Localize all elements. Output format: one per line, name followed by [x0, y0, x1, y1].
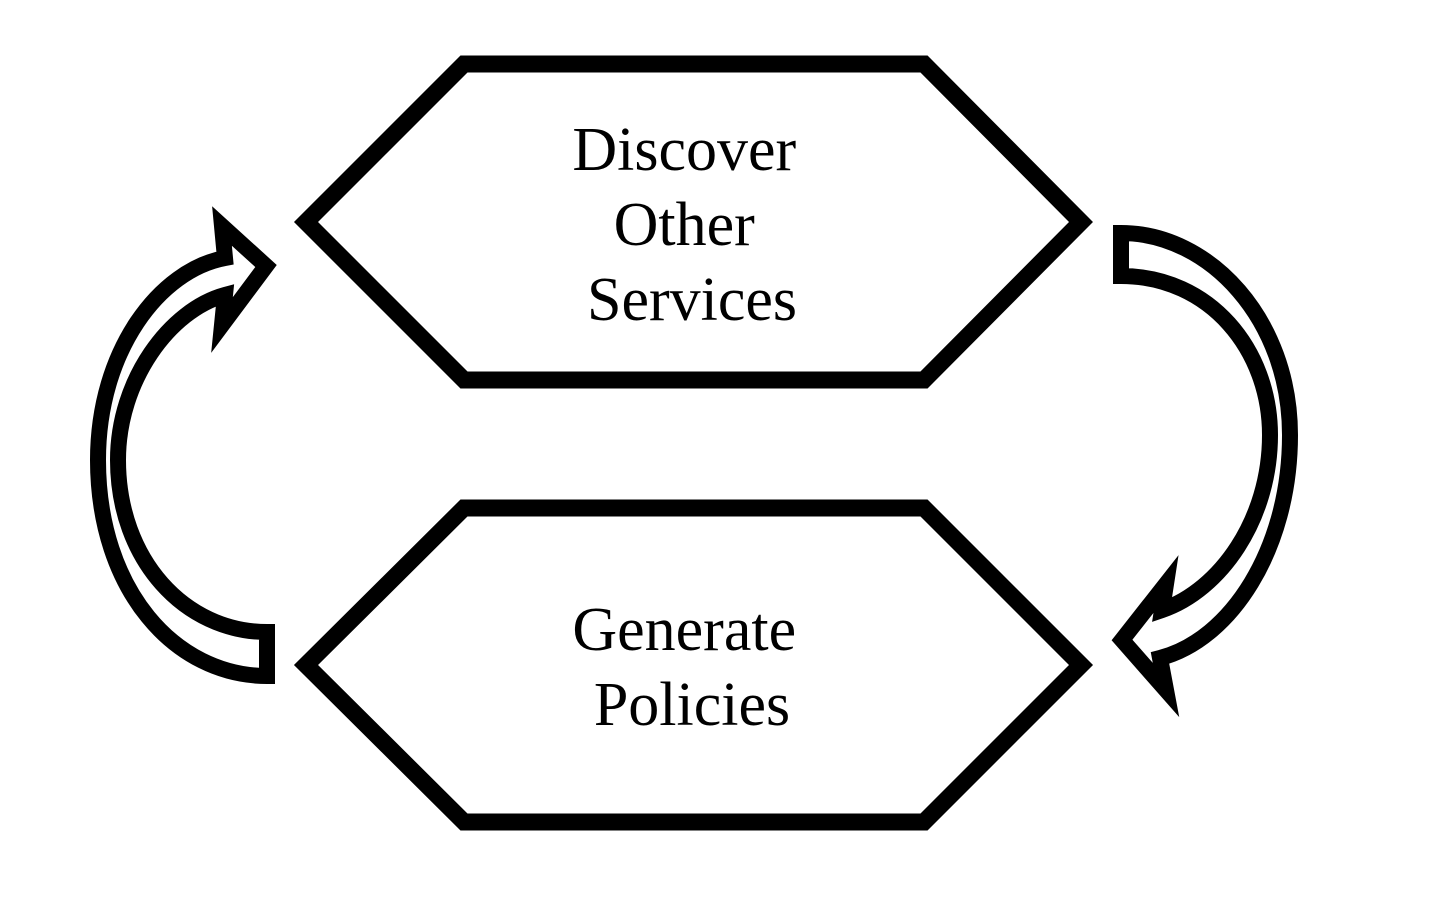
curved-arrow-right-body — [1111, 224, 1299, 718]
node-discover-line-1: Discover — [572, 116, 796, 184]
curved-arrow-left-body — [89, 206, 277, 685]
hexagon-shape — [293, 55, 1093, 389]
node-generate-policies: Generate Policies — [293, 499, 1094, 831]
node-discover-line-2: Other — [614, 191, 756, 259]
node-generate-line-1: Generate — [572, 596, 796, 664]
node-generate-label: Generate Policies — [572, 596, 811, 739]
curved-arrow-left — [89, 206, 277, 685]
hexagon-shape — [293, 499, 1094, 831]
node-generate-line-2: Policies — [594, 671, 790, 739]
node-discover-line-3: Services — [587, 266, 797, 334]
node-discover-other-services: Discover Other Services — [293, 55, 1093, 389]
curved-arrow-right — [1111, 224, 1299, 718]
node-discover-label: Discover Other Services — [572, 116, 811, 334]
